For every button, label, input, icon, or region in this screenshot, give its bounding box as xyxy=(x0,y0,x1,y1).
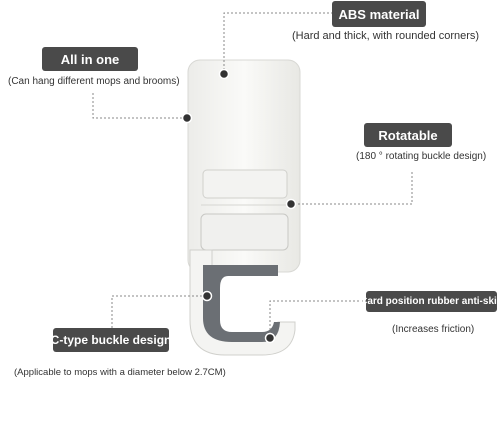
all-in-one-label: All in one xyxy=(42,47,138,71)
leader-c-type xyxy=(111,295,206,328)
rotatable-label: Rotatable xyxy=(364,123,452,147)
dot-c-type xyxy=(201,290,213,302)
leader-rubber xyxy=(269,300,368,338)
leader-rotatable xyxy=(290,170,413,205)
dot-rubber xyxy=(264,332,276,344)
dot-rotatable xyxy=(285,198,297,210)
dot-abs xyxy=(218,68,230,80)
abs-material-caption: (Hard and thick, with rounded corners) xyxy=(292,30,480,42)
all-in-one-caption: (Can hang different mops and brooms) xyxy=(8,76,180,87)
abs-material-label: ABS material xyxy=(332,1,426,27)
c-type-buckle-caption: (Applicable to mops with a diameter belo… xyxy=(14,367,226,378)
rotatable-caption: (180 ° rotating buckle design) xyxy=(356,151,487,162)
buckle-lower-block xyxy=(200,213,289,251)
c-type-buckle-label: C-type buckle design xyxy=(51,328,171,352)
buckle-upper-block xyxy=(202,169,288,199)
leader-abs xyxy=(223,12,332,74)
dot-all-in-one xyxy=(181,112,193,124)
leader-all-in-one xyxy=(92,92,186,119)
rubber-anti-skid-caption: (Increases friction) xyxy=(392,324,475,335)
rubber-anti-skid-label: Card position rubber anti-skid xyxy=(360,291,500,312)
rubber-insert xyxy=(203,265,280,342)
